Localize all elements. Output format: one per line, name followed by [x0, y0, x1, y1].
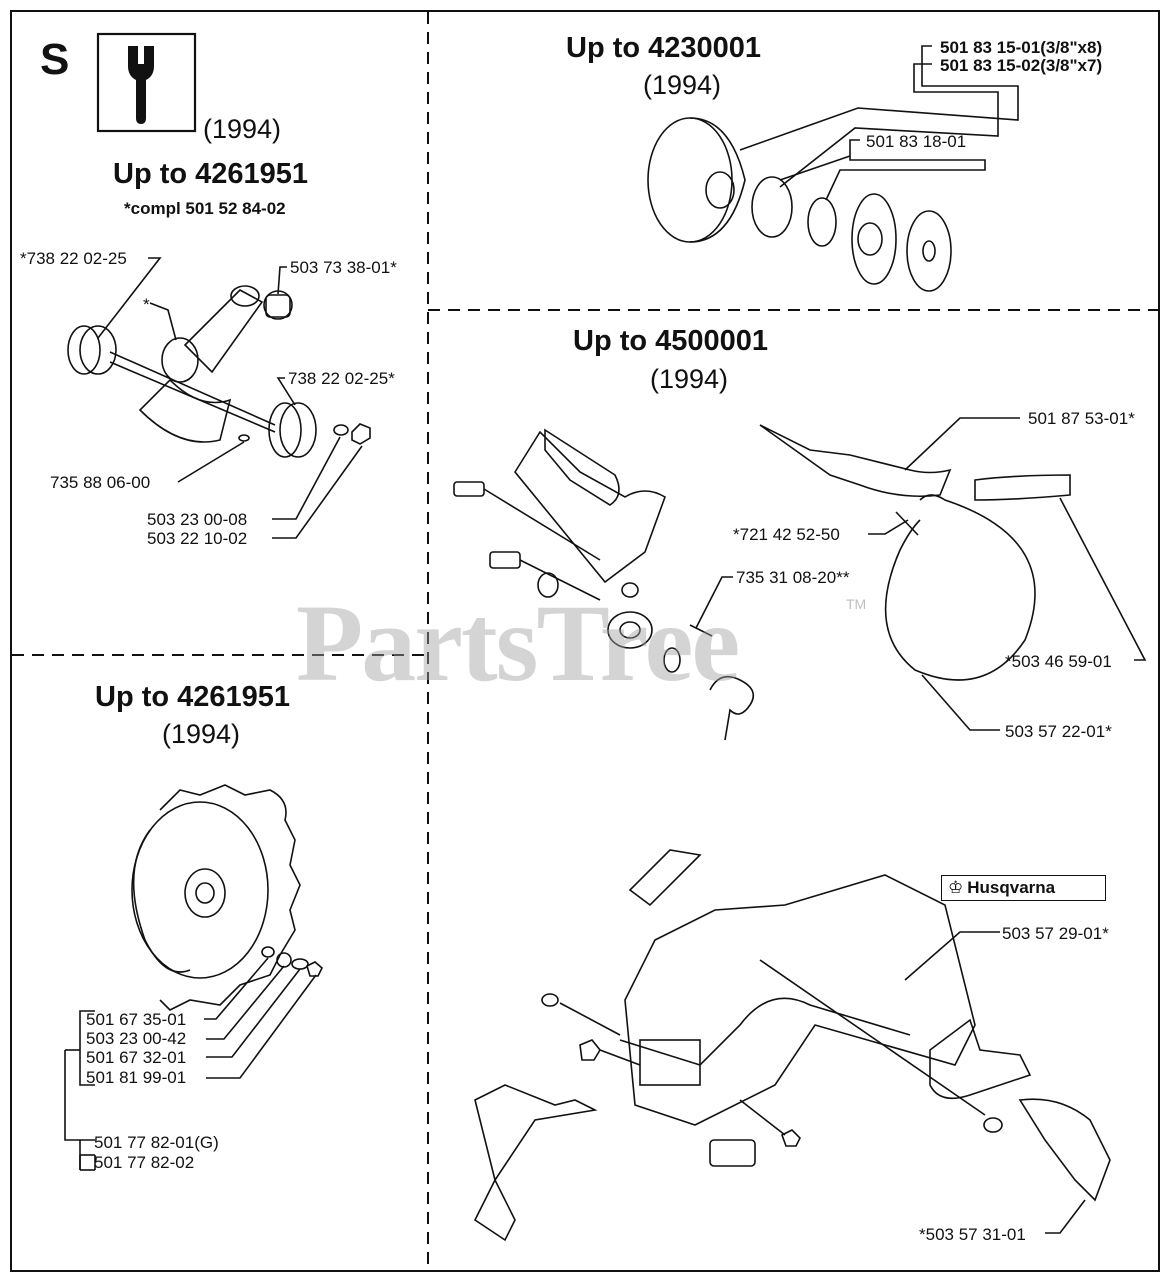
watermark: PartsTree [296, 582, 740, 704]
part-label: *503 46 59-01 [1005, 652, 1112, 671]
part-label: 501 67 32-01 [86, 1048, 187, 1067]
flywheel-heading: Up to 4261951 [95, 681, 291, 713]
crankshaft-drawing [67, 257, 371, 539]
chain-brake-heading: Up to 4500001 [573, 325, 769, 357]
part-label: 503 23 00-08 [147, 510, 248, 529]
part-label: 735 88 06-00 [50, 473, 151, 492]
part-label: 503 57 29-01* [1002, 924, 1109, 943]
flywheel-year: (1994) [162, 719, 241, 749]
part-label: *503 57 31-01 [919, 1225, 1026, 1244]
wrench-icon [128, 46, 154, 124]
part-label: 501 81 99-01 [86, 1068, 187, 1087]
part-label: 501 83 15-02(3/8"x7) [940, 56, 1103, 75]
clutch-drum-drawing [647, 45, 1019, 292]
part-label: 503 23 00-42 [86, 1029, 187, 1048]
part-label: * [143, 295, 150, 314]
flywheel-drawing [64, 784, 323, 1171]
part-label: *738 22 02-25 [20, 249, 127, 268]
clutch-drum-heading: Up to 4230001 [566, 32, 762, 64]
chain-brake-year: (1994) [650, 364, 729, 394]
part-label: 503 57 22-01* [1005, 722, 1112, 741]
chain-brake-drawing [453, 417, 1147, 741]
crankshaft-heading: Up to 4261951 [113, 158, 309, 190]
section-letter: S [40, 35, 70, 84]
crown-icon: ♔ [948, 878, 964, 897]
part-label: 503 22 10-02 [147, 529, 248, 548]
clutch-drum-year: (1994) [643, 70, 722, 100]
clutch-cover-drawing [473, 849, 1111, 1242]
part-label: 735 31 08-20** [736, 568, 850, 587]
part-label: 503 73 38-01* [290, 258, 397, 277]
part-label: 501 83 15-01(3/8"x8) [940, 38, 1103, 57]
part-label: 501 87 53-01* [1028, 409, 1135, 428]
watermark-tm: TM [846, 596, 867, 612]
part-label: 501 67 35-01 [86, 1010, 187, 1029]
part-label: 501 77 82-02 [94, 1153, 195, 1172]
brand-label: Husqvarna [967, 878, 1056, 897]
section-year: (1994) [203, 114, 282, 144]
part-label: 501 77 82-01(G) [94, 1133, 219, 1152]
husqvarna-logo: ♔ Husqvarna [941, 875, 1106, 901]
crankshaft-subheading: *compl 501 52 84-02 [124, 199, 286, 218]
part-label: 738 22 02-25* [288, 369, 395, 388]
wrench-icon-box [96, 32, 197, 133]
diagram-frame [10, 10, 1160, 1272]
part-label: *721 42 52-50 [733, 525, 840, 544]
part-label: 501 83 18-01 [866, 132, 967, 151]
